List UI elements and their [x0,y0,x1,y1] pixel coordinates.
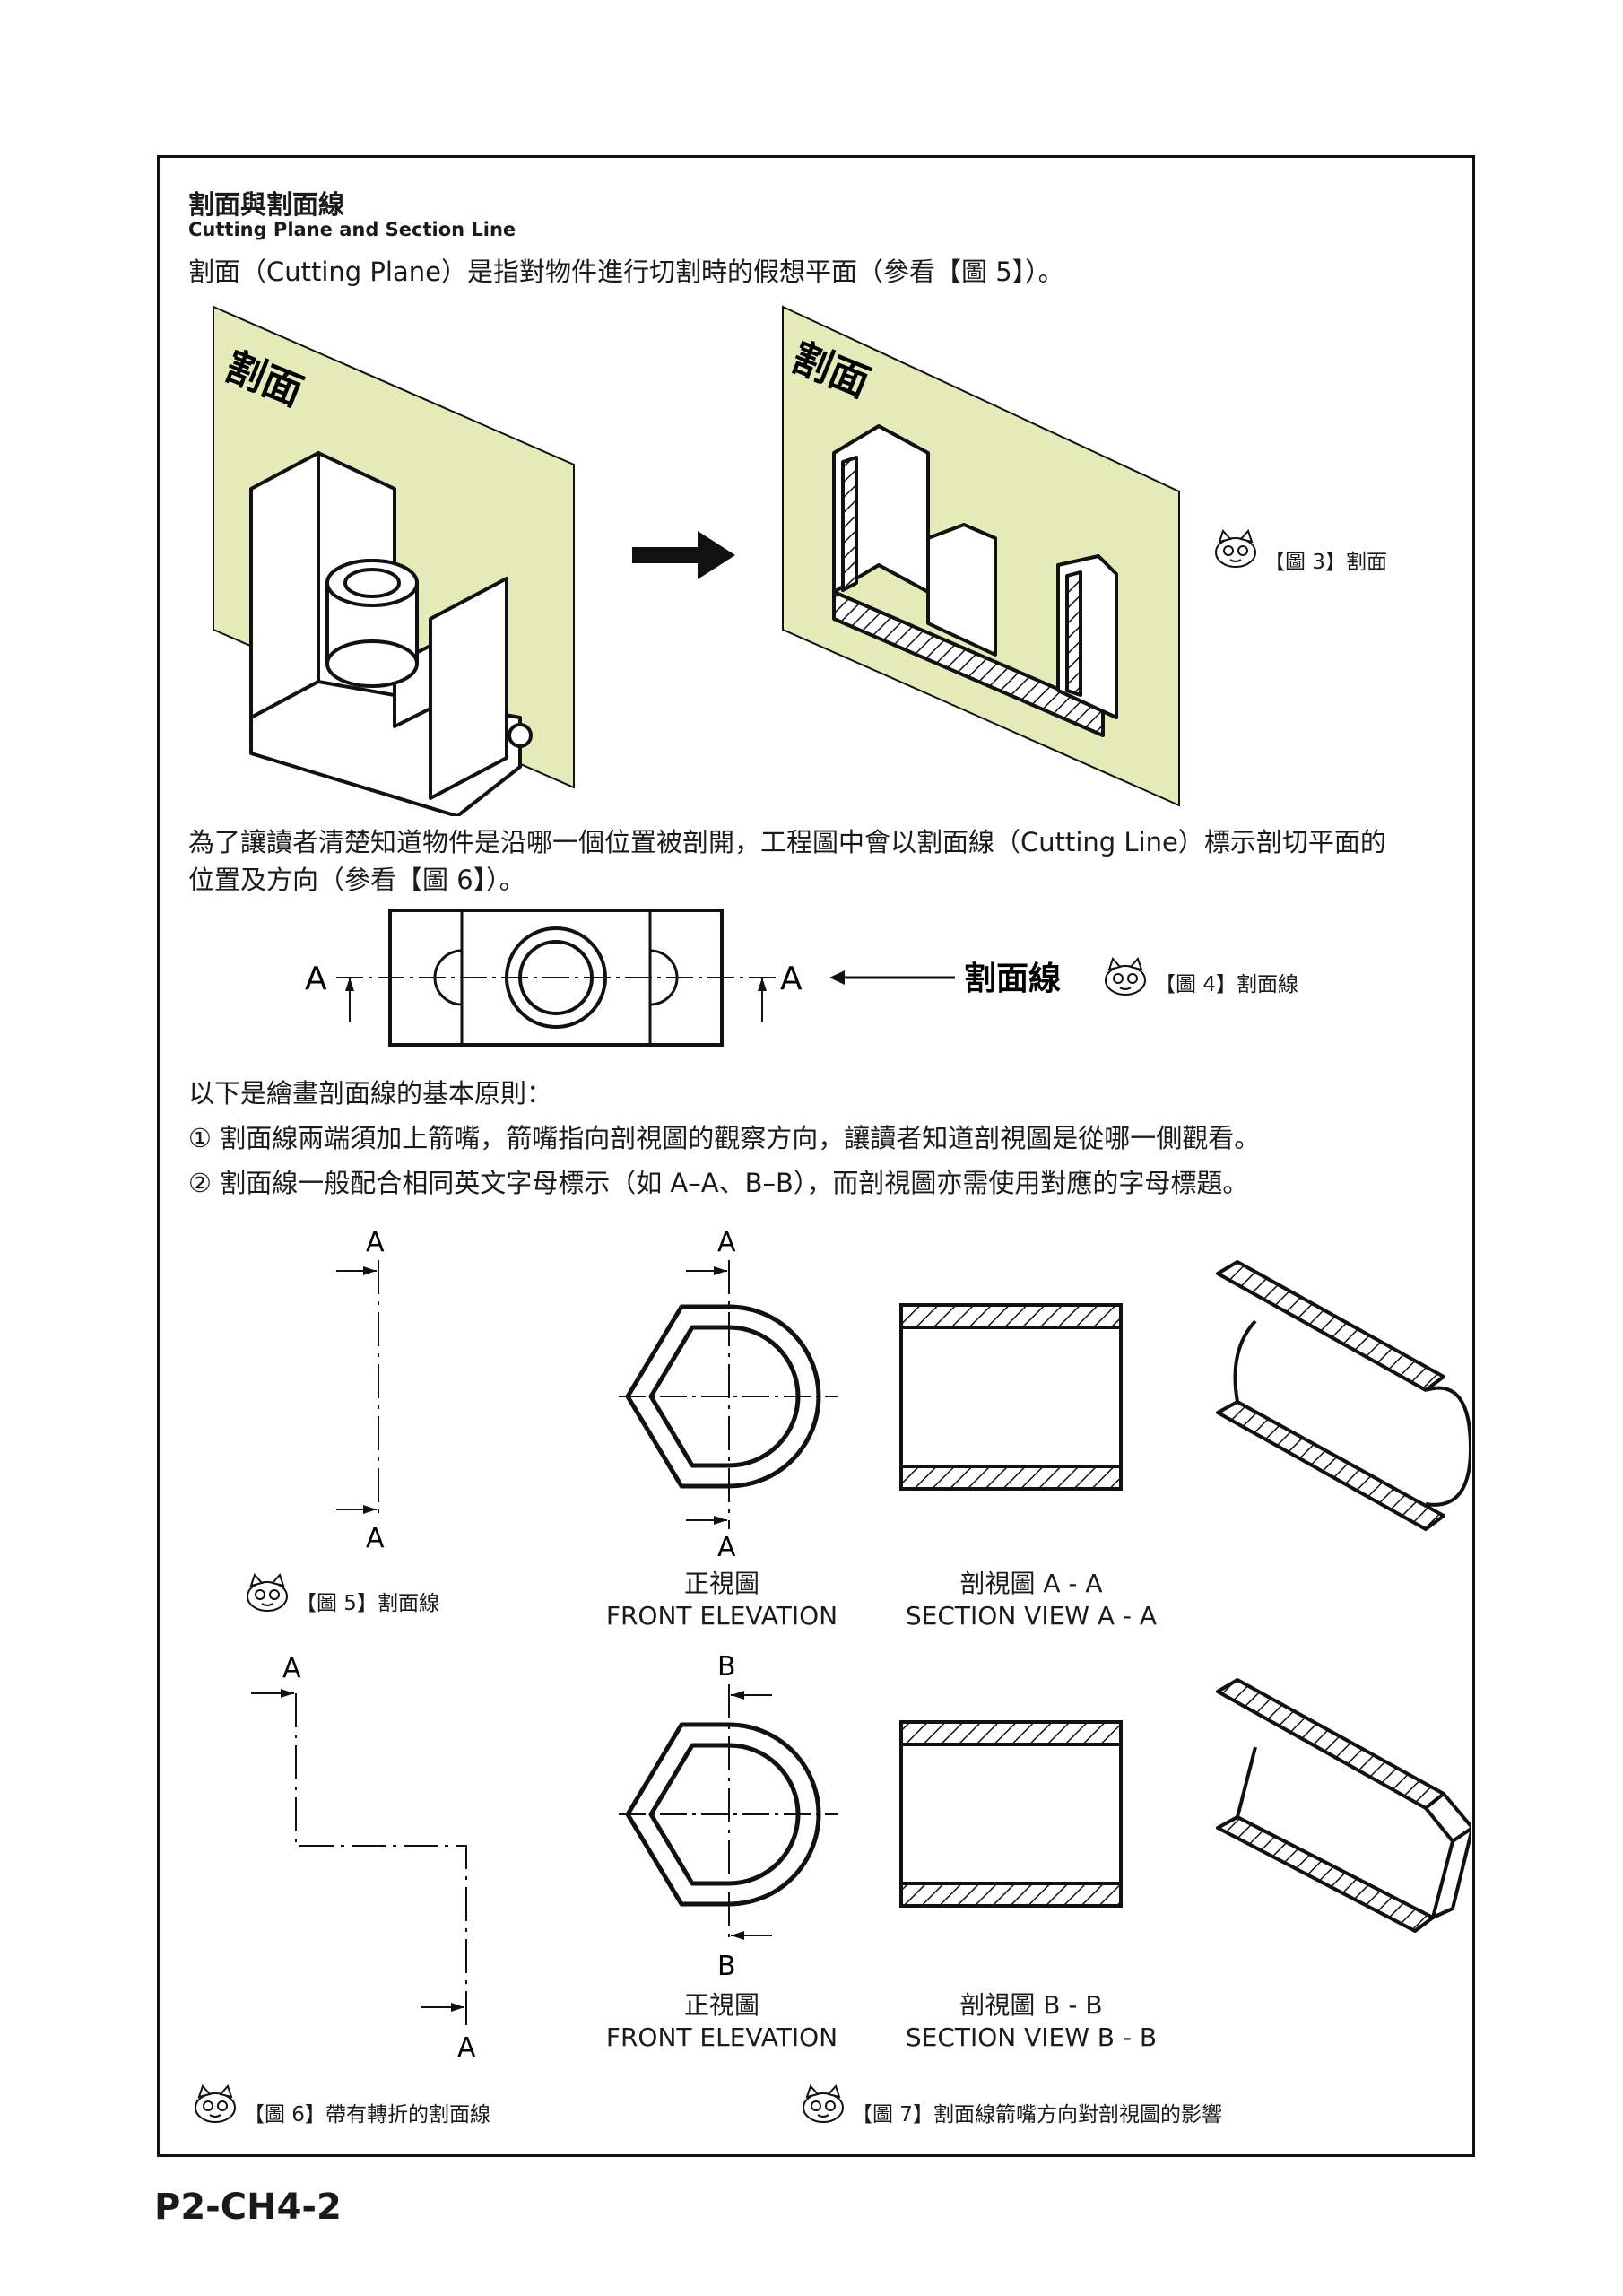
row-a-front-en: FRONT ELEVATION [605,1601,838,1631]
offset-letter-top: A [282,1653,301,1684]
figure-5-cutting-line: A A [336,1227,385,1554]
row-a-section-en: SECTION VIEW A - A [905,1601,1158,1631]
figure-7-row-a: A A [619,1227,1471,1556]
row-a-letter-bottom: A [717,1532,736,1556]
offset-letter-bottom: A [457,2032,476,2064]
row-a-letter-top: A [717,1227,736,1258]
row-b-front-caption: 正視圖 FRONT ELEVATION [587,1989,856,2054]
figure-4-caption: 【圖 4】割面線 [1155,973,1298,996]
rule-2: ② 割面線一般配合相同英文字母標示（如 A–A、B–B），而剖視圖亦需使用對應的… [188,1168,1249,1198]
cat-mascot-icon [803,2084,844,2123]
section-letter-right: A [780,961,803,997]
row-b-front-zh: 正視圖 [683,1990,759,2020]
cat-mascot-icon [247,1573,288,1612]
row-b-section-en: SECTION VIEW B - B [905,2022,1158,2052]
section-line-label: 割面線 [964,961,1061,997]
rule-1: ① 割面線兩端須加上箭嘴，箭嘴指向剖視圖的觀察方向，讓讀者知道剖視圖是從哪一側觀… [188,1123,1261,1153]
rules-intro: 以下是繪畫剖面線的基本原則： [188,1078,553,1109]
row-b-letter-top: B [717,1651,736,1683]
section-title-en: Cutting Plane and Section Line [188,219,516,240]
arrow-left-icon [829,970,955,985]
figure-5-caption: 【圖 5】割面線 [296,1592,439,1615]
row-a-section-zh: 剖視圖 A - A [959,1569,1103,1598]
cut-letter-top: A [366,1227,385,1258]
row-a-section-caption: 剖視圖 A - A SECTION VIEW A - A [888,1568,1175,1632]
row-a-front-zh: 正視圖 [683,1569,759,1598]
row-a-section-view [899,1303,1123,1491]
arrow-right-icon [632,531,735,579]
section-letter-left: A [305,961,327,997]
figure-3-cutting-plane: 割面 割面 [213,305,1180,816]
cut-letter-bottom: A [366,1523,385,1554]
figure-6-offset-cutting-line: A A [251,1653,476,2064]
figure-4-section-line: A A 割面線 [305,909,1061,1047]
row-b-letter-bottom: B [717,1951,736,1980]
section-title-zh: 割面與割面線 [188,189,345,220]
paragraph-2-line-1: 為了讓讀者清楚知道物件是沿哪一個位置被剖開，工程圖中會以割面線（Cutting … [188,827,1386,857]
row-b-front-en: FRONT ELEVATION [605,2022,838,2052]
row-b-isometric-section [1216,1678,1471,1933]
row-a-front-caption: 正視圖 FRONT ELEVATION [587,1568,856,1632]
page-number: P2-CH4-2 [154,2187,342,2228]
row-b-front-view [625,1722,821,1907]
figure-7-caption: 【圖 7】割面線箭嘴方向對剖視圖的影響 [852,2103,1222,2126]
cat-mascot-icon [1215,529,1256,568]
sectioned-object [832,424,1118,737]
paragraph-2-line-2: 位置及方向（參看【圖 6】）。 [188,865,525,895]
figure-3-caption: 【圖 3】割面 [1264,551,1387,574]
row-a-front-view [625,1304,821,1489]
content-frame [157,155,1475,2157]
intro-paragraph: 割面（Cutting Plane）是指對物件進行切割時的假想平面（參看【圖 5】… [188,257,1064,287]
figure-6-caption: 【圖 6】帶有轉折的割面線 [244,2103,490,2126]
cat-mascot-icon [195,2084,236,2123]
row-a-isometric-section [1216,1260,1471,1531]
cat-mascot-icon [1105,957,1146,996]
row-b-section-view [899,1720,1123,1908]
row-b-section-zh: 剖視圖 B - B [959,1990,1103,2020]
object-isometric [249,451,533,816]
figure-7-row-b: B B [619,1651,1471,1980]
row-b-section-caption: 剖視圖 B - B SECTION VIEW B - B [888,1989,1175,2054]
